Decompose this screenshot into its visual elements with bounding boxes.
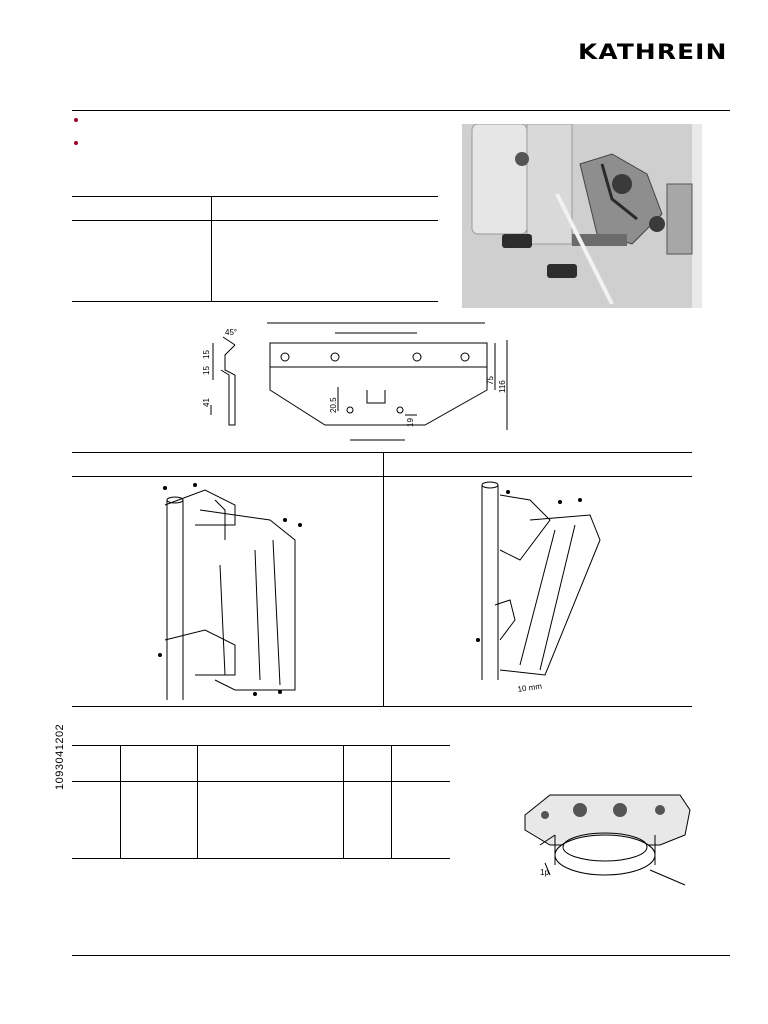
profile-angle-label: 45° [225,328,237,337]
tilted-mount-illustration: 10 mm [476,481,601,694]
spec-table-top-rule [72,196,438,197]
order-table-col-divider-4 [391,745,392,858]
product-photo [462,124,702,308]
spec-table-column-divider [211,196,212,301]
front-dim-c: 116 [498,380,507,393]
front-dim-b: 75 [486,376,495,385]
bracket-dimension-drawing: 45° 15 15 41 20.5 75 116 19 [202,322,508,441]
clamp-illustration: 1p [524,794,691,886]
order-table-col-divider-3 [343,745,344,858]
order-table-col-divider-2 [197,745,198,858]
order-table-top-rule [72,745,450,746]
order-table-header-rule [72,781,450,782]
vertical-mount-illustration [158,483,302,700]
spec-table-header-rule [72,220,438,221]
footer-divider [72,955,730,956]
order-table-bottom-rule [72,858,450,859]
mounting-top-rule [72,452,692,453]
profile-dim-c: 41 [202,398,211,407]
front-dim-a: 20.5 [329,397,338,413]
spec-table-bottom-rule [72,301,438,302]
tilt-dimension-label: 10 mm [517,682,543,694]
kathrein-logo: KATHREIN [578,40,728,64]
header-divider [72,110,730,111]
order-table-col-divider-1 [120,745,121,858]
front-dim-d: 19 [406,418,415,427]
bullet-marker-1 [74,118,78,122]
profile-dim-a: 15 [202,350,211,359]
bullet-marker-2 [74,141,78,145]
clamp-label: 1p [540,868,549,877]
mounting-column-divider [383,452,384,706]
mounting-bottom-rule [72,706,692,707]
mounting-header-rule [72,476,692,477]
profile-dim-b: 15 [202,366,211,375]
document-reference-number: 1093041202 [54,723,66,790]
